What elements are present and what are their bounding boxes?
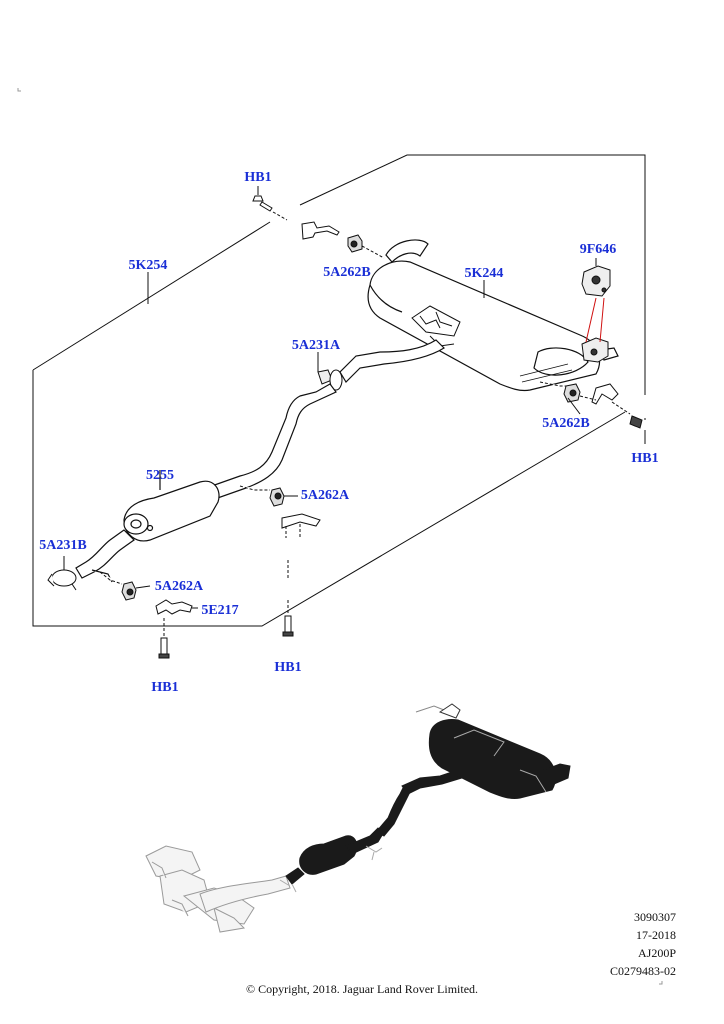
bracket-5e217 xyxy=(155,599,198,615)
front-muffler xyxy=(123,470,220,542)
callout-5255: 5255 xyxy=(146,468,174,483)
callout-hb1-mid: HB1 xyxy=(274,660,301,675)
reference-code: C0279483-02 xyxy=(610,964,676,978)
reference-block: 3090307 17-2018 AJ200P C0279483-02 xyxy=(566,908,676,980)
clamp-5a231a xyxy=(317,352,343,391)
callout-9f646: 9F646 xyxy=(580,242,617,257)
clamp-5a231b xyxy=(47,556,77,591)
valve-actuator-9f646 xyxy=(581,258,611,363)
isolator-5a262b-right xyxy=(539,381,619,405)
callout-hb1-right: HB1 xyxy=(631,451,658,466)
callout-hb1-top: HB1 xyxy=(244,170,271,185)
assembly-outline xyxy=(32,154,646,627)
callout-5a262a-low: 5A262A xyxy=(155,579,204,594)
callout-5a231a: 5A231A xyxy=(292,338,341,353)
callout-5a262b-right: 5A262B xyxy=(542,416,589,431)
callout-5a262b-upper: 5A262B xyxy=(323,265,370,280)
overview-illustration xyxy=(145,703,571,933)
callout-5k254: 5K254 xyxy=(129,258,168,273)
bolt-hb1-right xyxy=(611,401,646,444)
reference-number: 3090307 xyxy=(634,910,676,924)
callout-hb1-bottom: HB1 xyxy=(151,680,178,695)
reference-model: AJ200P xyxy=(637,946,676,960)
bolt-hb1-bottom xyxy=(158,618,170,659)
hanger-bracket-upper xyxy=(301,221,385,259)
overview-details xyxy=(279,729,547,893)
isolator-5a262a-mid xyxy=(239,485,321,538)
bolt-hb1-mid xyxy=(282,560,294,637)
muffler-mount-bracket xyxy=(411,305,461,347)
bolt-hb1-top xyxy=(252,186,288,221)
isolator-5a262a-low xyxy=(99,571,151,601)
copyright-notice: © Copyright, 2018. Jaguar Land Rover Lim… xyxy=(245,982,479,996)
callout-5a231b: 5A231B xyxy=(39,538,86,553)
corner-mark xyxy=(17,88,21,92)
reference-date: 17-2018 xyxy=(636,928,676,942)
front-pipe xyxy=(75,529,135,583)
corner-mark-bottom xyxy=(659,981,663,985)
rear-muffler xyxy=(367,239,619,392)
middle-pipe xyxy=(205,383,337,501)
callout-5e217: 5E217 xyxy=(201,603,238,618)
callout-labels: HB1 5K254 5A262B 5K244 9F646 5A231A 5A26… xyxy=(39,170,658,695)
leader-lines xyxy=(483,280,581,415)
intermediate-pipe xyxy=(339,339,445,383)
callout-5k244: 5K244 xyxy=(465,266,504,281)
overview-exhaust xyxy=(285,703,571,885)
callout-5a262a-mid: 5A262A xyxy=(301,488,350,503)
overview-catalyst xyxy=(145,845,291,933)
